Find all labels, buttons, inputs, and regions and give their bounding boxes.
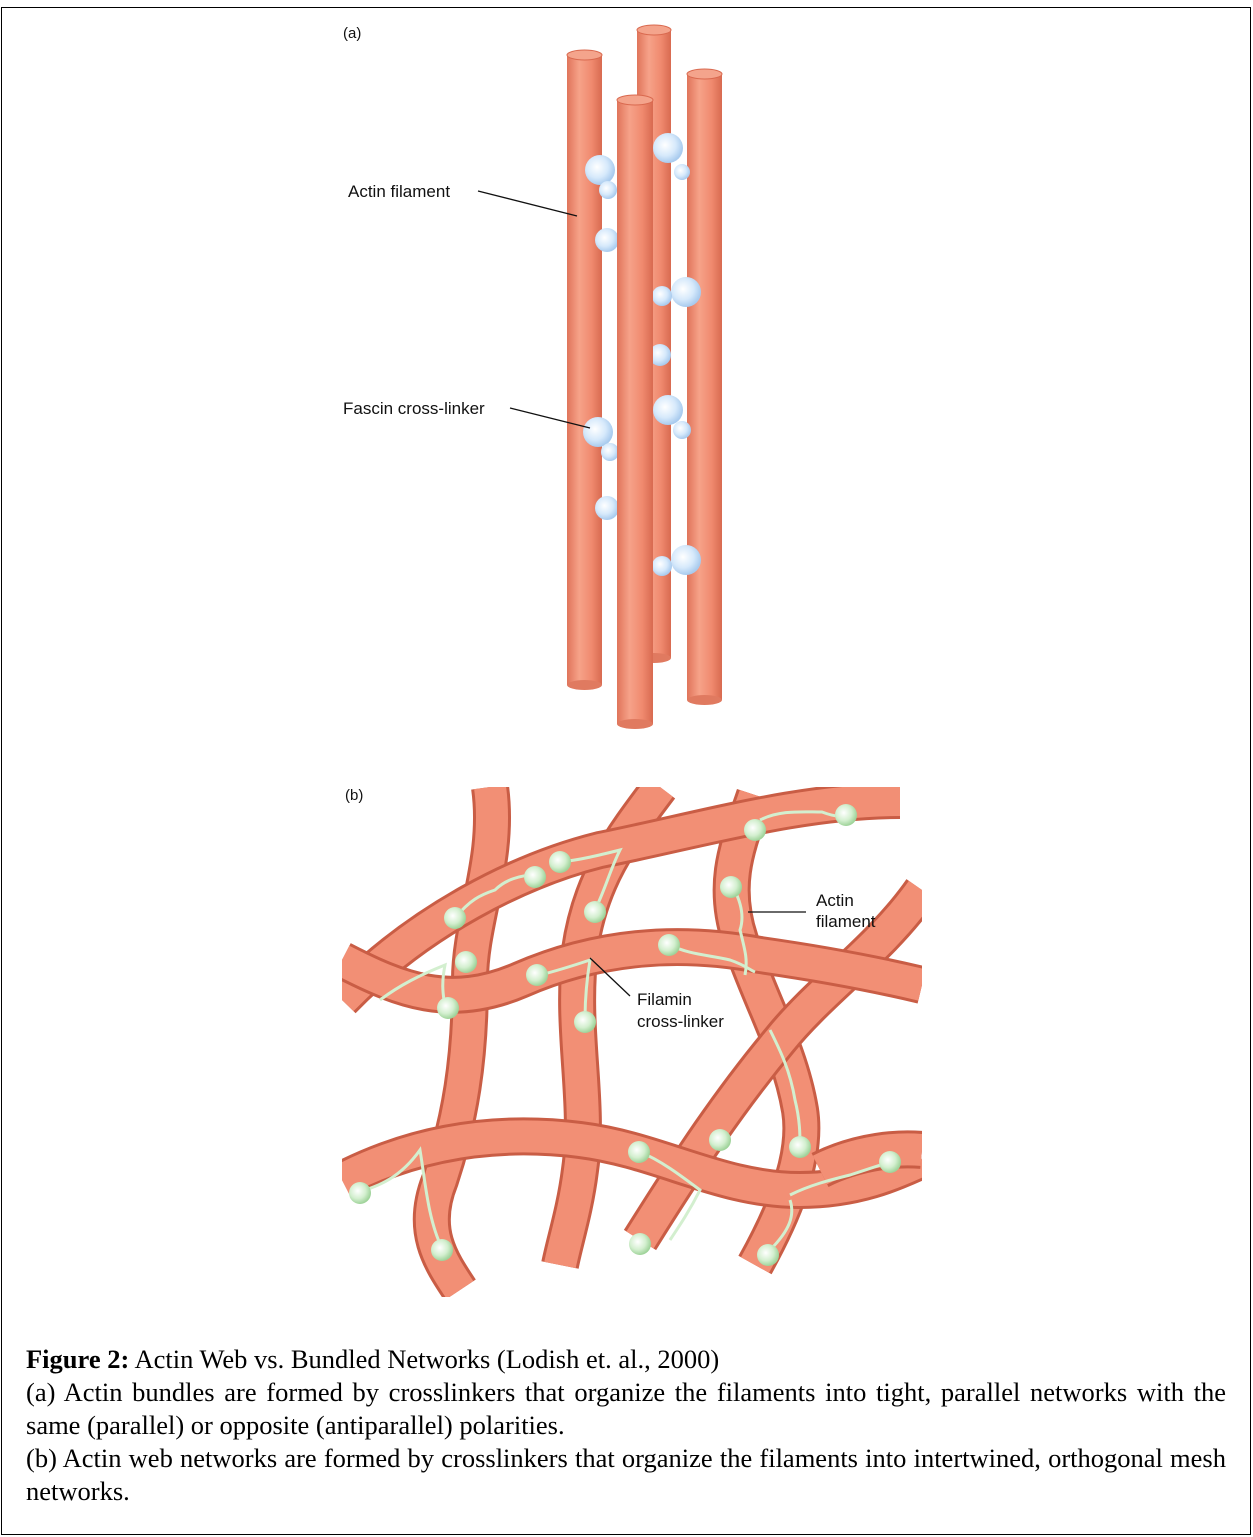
figure-caption: Figure 2: Actin Web vs. Bundled Networks…: [26, 1343, 1226, 1508]
caption-title-bold: Figure 2:: [26, 1344, 129, 1374]
fascin-label: Fascin cross-linker: [343, 399, 485, 418]
actin-filament-label-a: Actin filament: [348, 182, 450, 201]
actin-bundle: [567, 25, 722, 729]
filamin-label-line1: Filamin: [637, 990, 692, 1009]
actin-filament-label-b-line1: Actin: [816, 891, 854, 910]
panel-b-label: (b): [345, 787, 363, 804]
filamin-label-line2: cross-linker: [637, 1012, 724, 1031]
caption-line-b: (b) Actin web networks are formed by cro…: [26, 1442, 1226, 1508]
actin-filament-strand: [432, 787, 492, 1290]
actin-rod: [567, 50, 602, 690]
caption-title-text: Actin Web vs. Bundled Networks (Lodish e…: [129, 1344, 719, 1374]
actin-web: [342, 787, 922, 1290]
fascin-crosslinker: [595, 228, 619, 252]
actin-filament-label-b-line2: filament: [816, 912, 876, 931]
fascin-crosslinker: [595, 496, 619, 520]
actin-rod: [687, 69, 722, 705]
caption-line-a: (a) Actin bundles are formed by crosslin…: [26, 1376, 1226, 1442]
actin-rod: [617, 95, 653, 729]
panel-a-label: (a): [343, 25, 361, 42]
leader-line: [478, 191, 577, 216]
caption-title: Figure 2: Actin Web vs. Bundled Networks…: [26, 1343, 1226, 1376]
